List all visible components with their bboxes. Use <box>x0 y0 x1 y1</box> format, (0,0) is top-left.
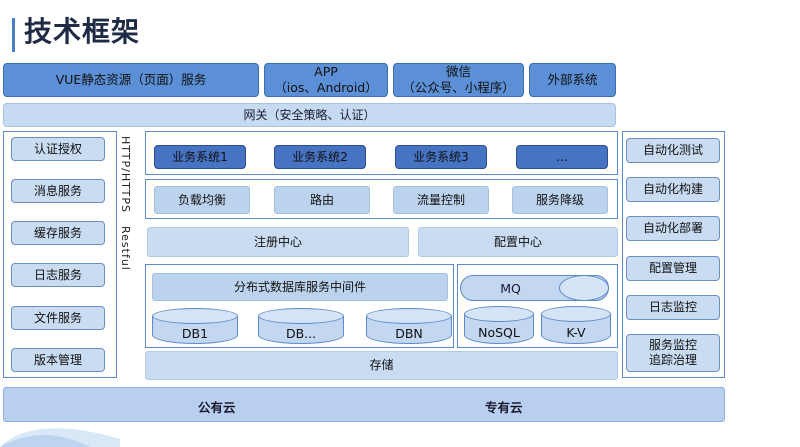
service-auth: 认证授权 <box>11 137 105 161</box>
ops-auto-build: 自动化构建 <box>626 177 720 202</box>
message-queue-label: MQ <box>500 280 521 296</box>
ops-service-monitoring: 服务监控追踪治理 <box>626 334 720 372</box>
business-system-3: 业务系统3 <box>395 145 487 169</box>
cloud-layer <box>3 387 725 422</box>
service-file: 文件服务 <box>11 306 105 330</box>
public-cloud-label: 公有云 <box>198 400 236 415</box>
protocol-restful-label: Restful <box>119 226 132 271</box>
message-queue-cap <box>559 275 609 301</box>
routing: 路由 <box>274 186 370 214</box>
business-system-more: ... <box>516 145 608 169</box>
ops-auto-test: 自动化测试 <box>626 138 720 163</box>
external-systems: 外部系统 <box>529 63 616 97</box>
kv-store: K-V <box>541 306 611 344</box>
service-cache: 缓存服务 <box>11 221 105 245</box>
left-services-panel <box>3 131 117 378</box>
service-degradation: 服务降级 <box>512 186 608 214</box>
ops-log-monitoring: 日志监控 <box>626 295 720 320</box>
ops-auto-deploy: 自动化部署 <box>626 216 720 241</box>
database-db-more: DB... <box>258 308 344 344</box>
page-title: 技术框架 <box>24 15 141 48</box>
private-cloud-label: 专有云 <box>485 400 523 415</box>
decorative-swoosh <box>0 428 120 447</box>
wechat-client: 微信（公众号、小程序） <box>393 63 524 97</box>
load-balancing: 负载均衡 <box>154 186 250 214</box>
message-queue: MQ <box>460 275 609 301</box>
service-version: 版本管理 <box>11 348 105 372</box>
database-dbn: DBN <box>366 308 452 344</box>
database-db1: DB1 <box>152 308 238 344</box>
app-client: APP（ios、Android） <box>264 63 388 97</box>
nosql-store: NoSQL <box>464 306 534 344</box>
distributed-db-middleware: 分布式数据库服务中间件 <box>152 273 448 301</box>
service-message: 消息服务 <box>11 179 105 203</box>
registry-center: 注册中心 <box>147 227 409 257</box>
storage-bar: 存储 <box>145 351 618 380</box>
gateway-bar: 网关（安全策略、认证） <box>3 103 616 127</box>
protocol-http-label: HTTP/HTTPS <box>119 136 132 213</box>
business-system-1: 业务系统1 <box>154 145 246 169</box>
vue-static-service: VUE静态资源（页面）服务 <box>3 63 259 97</box>
ops-config-management: 配置管理 <box>626 256 720 281</box>
business-system-2: 业务系统2 <box>274 145 366 169</box>
config-center: 配置中心 <box>418 227 618 257</box>
traffic-control: 流量控制 <box>393 186 489 214</box>
title-accent-bar <box>12 18 15 52</box>
service-log: 日志服务 <box>11 263 105 287</box>
